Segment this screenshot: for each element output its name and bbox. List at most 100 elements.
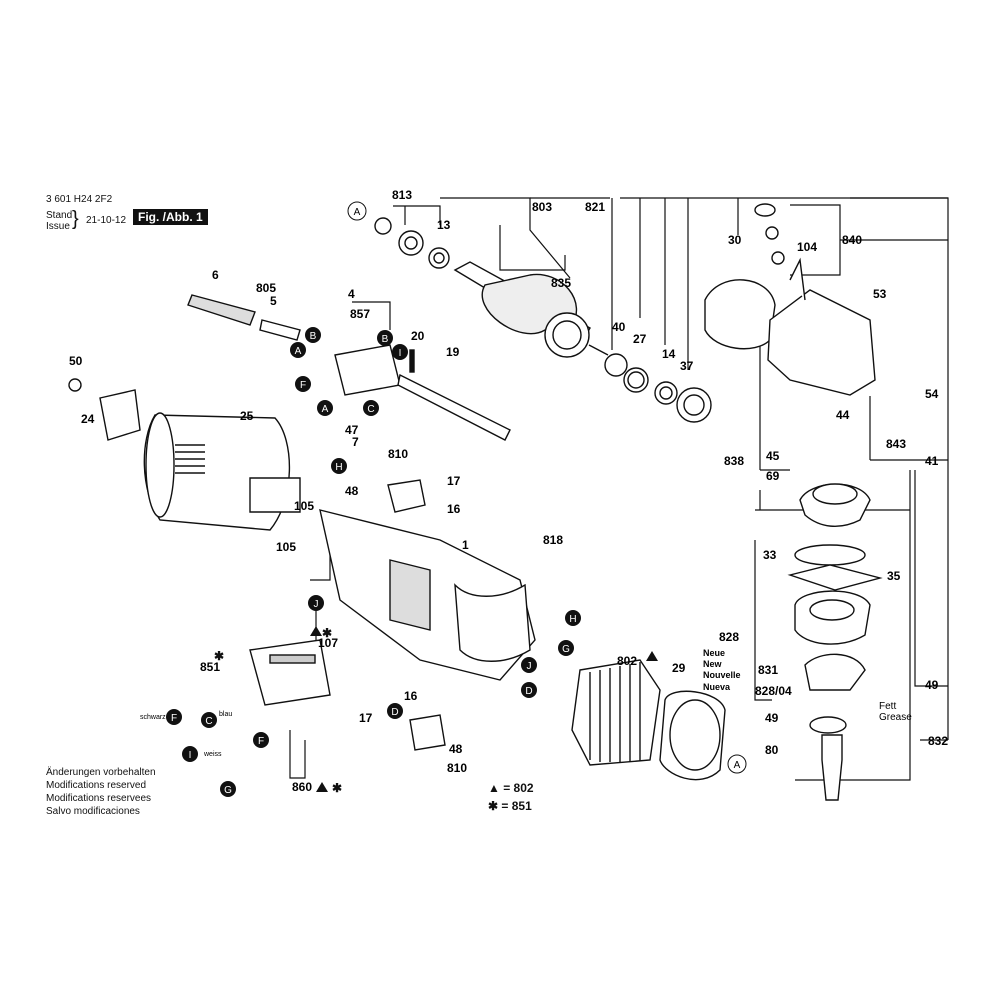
legend-star: ✱ = 851 (488, 799, 532, 813)
label-821: 821 (585, 200, 605, 214)
svg-text:C: C (367, 404, 374, 415)
note-nueva: Nueva (703, 682, 731, 692)
label-831: 831 (758, 663, 778, 677)
svg-text:F: F (258, 736, 264, 747)
stand-label: Stand (46, 210, 73, 221)
label-813: 813 (392, 188, 412, 202)
label-851: 851 (200, 660, 220, 674)
label-49b: 49 (765, 711, 779, 725)
brace: } (72, 208, 79, 230)
label-1: 1 (462, 538, 469, 552)
label-69: 69 (766, 469, 780, 483)
label-810: 810 (388, 447, 408, 461)
label-843: 843 (886, 437, 906, 451)
issue-label: Issue (46, 221, 70, 232)
connector-C2: C (201, 712, 217, 728)
label-802: 802 (617, 654, 637, 668)
label-30: 30 (728, 233, 742, 247)
label-107: 107 (318, 636, 338, 650)
svg-text:A: A (354, 207, 361, 218)
label-840: 840 (842, 233, 862, 247)
label-20: 20 (411, 329, 425, 343)
note-nouvelle: Nouvelle (703, 670, 741, 680)
svg-text:F: F (300, 380, 306, 391)
connector-J2: J (521, 657, 537, 673)
svg-text:H: H (569, 614, 576, 625)
legend-triangle: ▲ = 802 (488, 781, 534, 795)
label-4: 4 (348, 287, 355, 301)
connector-F2: F (166, 709, 182, 725)
triangle-marker (646, 651, 658, 661)
label-41: 41 (925, 454, 939, 468)
connector-A: A (290, 342, 306, 358)
svg-text:I: I (189, 750, 192, 761)
gear-head (767, 289, 876, 396)
footer-notes: Änderungen vorbehalten Modifications res… (46, 766, 156, 818)
grease-fett: Fett (879, 701, 896, 712)
svg-text:G: G (562, 644, 570, 655)
label-7: 7 (352, 435, 359, 449)
label-80: 80 (765, 743, 779, 757)
label-13: 13 (437, 218, 451, 232)
label-17b: 17 (359, 711, 373, 725)
svg-text:I: I (399, 348, 402, 359)
connector-C: C (363, 400, 379, 416)
svg-text:J: J (527, 661, 532, 672)
label-53: 53 (873, 287, 887, 301)
note-en: Modifications reserved (46, 780, 147, 791)
wire-color-weiss: weiss (203, 751, 222, 758)
connector-A-bottom: A (727, 754, 747, 774)
label-45: 45 (766, 449, 780, 463)
label-24: 24 (81, 412, 95, 426)
connector-I: I (392, 344, 408, 360)
label-832: 832 (928, 734, 948, 748)
svg-text:A: A (295, 346, 302, 357)
connector-J: J (308, 595, 324, 611)
label-14: 14 (662, 347, 676, 361)
triangle-marker (316, 782, 328, 792)
label-47: 47 (345, 423, 359, 437)
svg-text:B: B (310, 331, 317, 342)
triangle-marker (310, 626, 322, 636)
label-35: 35 (887, 569, 901, 583)
label-838: 838 (724, 454, 744, 468)
label-48b: 48 (449, 742, 463, 756)
label-40: 40 (612, 320, 626, 334)
label-25: 25 (240, 409, 254, 423)
label-48: 48 (345, 484, 359, 498)
connector-circles: A B A B I F A C H J H G J D F C I F G D … (166, 201, 747, 797)
label-44: 44 (836, 408, 850, 422)
svg-text:A: A (734, 760, 741, 771)
connector-I2: I (182, 746, 198, 762)
note-de: Änderungen vorbehalten (46, 767, 156, 778)
label-857: 857 (350, 307, 370, 321)
star-marker: ✱ (322, 626, 332, 640)
connector-F: F (295, 376, 311, 392)
protection-plate (704, 279, 776, 350)
star-marker: ✱ (332, 781, 342, 795)
connector-H2: H (565, 610, 581, 626)
connector-G2: G (220, 781, 236, 797)
label-105: 105 (294, 499, 314, 513)
star-marker: ✱ (214, 649, 224, 663)
label-6: 6 (212, 268, 219, 282)
field-coil (571, 659, 661, 766)
label-27: 27 (633, 332, 647, 346)
label-16b: 16 (404, 689, 418, 703)
note-fr: Modifications reservees (46, 793, 152, 804)
note-new: New (703, 659, 723, 669)
figure-label: Fig. /Abb. 1 (133, 209, 208, 225)
label-805: 805 (256, 281, 276, 295)
label-49: 49 (925, 678, 939, 692)
label-860: 860 (292, 780, 312, 794)
label-803: 803 (532, 200, 552, 214)
svg-text:D: D (525, 686, 532, 697)
connector-G: G (558, 640, 574, 656)
label-818: 818 (543, 533, 563, 547)
svg-text:J: J (314, 599, 319, 610)
svg-text:G: G (224, 785, 232, 796)
grease-grease: Grease (879, 712, 912, 723)
svg-text:F: F (171, 713, 177, 724)
wire-color-schwarz: schwarz (140, 714, 166, 721)
